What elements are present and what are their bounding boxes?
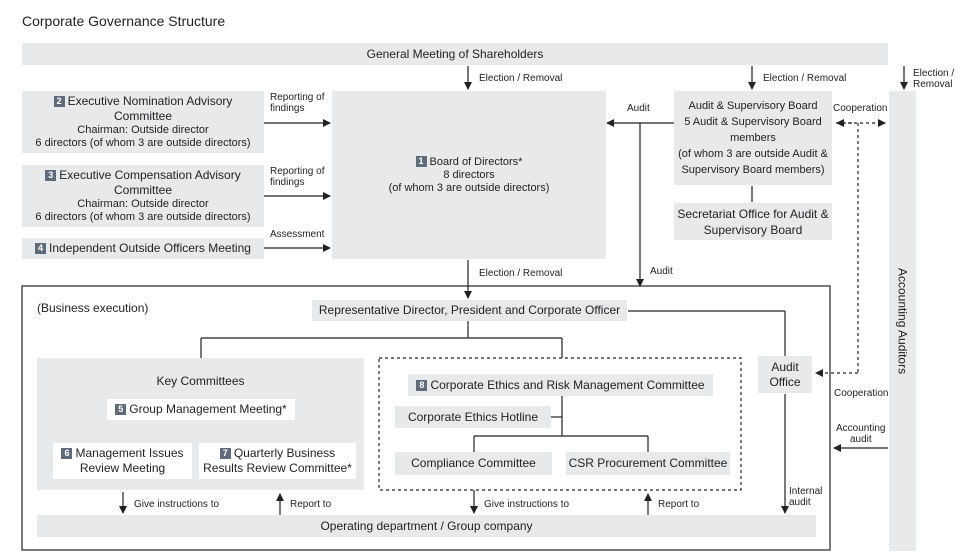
nomination-members: 6 directors (of whom 3 are outside direc… bbox=[35, 137, 251, 149]
audit-lower-label: audit bbox=[789, 497, 811, 508]
operating-department-box: Operating department / Group company bbox=[37, 515, 816, 537]
audit-board-line5: Supervisory Board members) bbox=[681, 164, 825, 176]
election-removal-label: Election / Removal bbox=[479, 268, 563, 279]
give-instructions-label: Give instructions to bbox=[484, 499, 570, 510]
internal-label: Internal bbox=[789, 486, 823, 497]
findings-label: findings bbox=[270, 177, 305, 188]
secretariat-box: Secretariat Office for Audit & Superviso… bbox=[674, 203, 832, 240]
cooperation-label: Cooperation bbox=[834, 388, 889, 399]
csr-procurement-label: CSR Procurement Committee bbox=[568, 456, 728, 470]
reporting-of-label: Reporting of bbox=[270, 92, 325, 103]
audit-board-line2: 5 Audit & Supervisory Board bbox=[684, 116, 822, 128]
audit-board-line3: members bbox=[730, 132, 776, 144]
number-badge: 7 bbox=[219, 448, 231, 459]
audit-board-line1: Audit & Supervisory Board bbox=[688, 100, 818, 112]
ethics-hotline-label: Corporate Ethics Hotline bbox=[407, 409, 539, 424]
election-label: Election / bbox=[913, 68, 955, 79]
nomination-chair: Chairman: Outside director bbox=[77, 124, 209, 136]
shareholders-label: General Meeting of Shareholders bbox=[366, 46, 544, 61]
compliance-committee-label: Compliance Committee bbox=[411, 456, 536, 470]
cooperation-label: Cooperation bbox=[833, 103, 888, 114]
nomination-name2: Committee bbox=[113, 109, 172, 123]
audit-label: Audit bbox=[650, 266, 673, 277]
removal-label: Removal bbox=[913, 79, 953, 90]
secretariat-line1: Secretariat Office for Audit & bbox=[677, 206, 829, 221]
operating-department-label: Operating department / Group company bbox=[320, 518, 533, 533]
audit-lower-label: audit bbox=[850, 434, 872, 445]
secretariat-line2: Supervisory Board bbox=[703, 222, 803, 237]
representative-box: Representative Director, President and C… bbox=[312, 300, 627, 321]
number-badge: 5 bbox=[115, 404, 127, 415]
group-management-name: Group Management Meeting* bbox=[129, 402, 287, 416]
quarterly-name1: Quarterly Business bbox=[233, 446, 336, 460]
audit-office-box: Audit Office bbox=[758, 356, 812, 393]
ethics-committee-name: Corporate Ethics and Risk Management Com… bbox=[430, 377, 705, 392]
election-removal-label: Election / Removal bbox=[763, 73, 847, 84]
csr-procurement-box: CSR Procurement Committee bbox=[566, 452, 730, 475]
board-count: 8 directors bbox=[443, 168, 495, 181]
independent-name: Independent Outside Officers Meeting bbox=[49, 241, 251, 255]
audit-board-line4: (of whom 3 are outside Audit & bbox=[678, 148, 828, 160]
number-badge: 3 bbox=[45, 170, 57, 181]
management-issues-name1: Management Issues bbox=[75, 446, 184, 460]
business-execution-label: (Business execution) bbox=[37, 301, 149, 315]
compensation-chair: Chairman: Outside director bbox=[77, 198, 209, 210]
audit-office-line2: Office bbox=[769, 374, 801, 389]
management-issues-name2: Review Meeting bbox=[79, 461, 166, 475]
reporting-of-label: Reporting of bbox=[270, 166, 325, 177]
election-removal-label: Election / Removal bbox=[479, 73, 563, 84]
board-name: Board of Directors* bbox=[429, 155, 523, 168]
report-to-label: Report to bbox=[658, 499, 700, 510]
number-badge: 6 bbox=[61, 448, 73, 459]
audit-supervisory-board-box: Audit & Supervisory Board 5 Audit & Supe… bbox=[674, 91, 832, 185]
ethics-hotline-box: Corporate Ethics Hotline bbox=[395, 406, 551, 428]
accounting-label: Accounting bbox=[836, 423, 886, 434]
audit-label: Audit bbox=[627, 103, 650, 114]
number-badge: 1 bbox=[415, 155, 427, 167]
compensation-members: 6 directors (of whom 3 are outside direc… bbox=[35, 211, 251, 223]
key-committees-title: Key Committees bbox=[156, 374, 245, 388]
compensation-name2: Committee bbox=[113, 183, 172, 197]
compliance-committee-box: Compliance Committee bbox=[395, 452, 552, 475]
accounting-auditors-label: Accounting Auditors bbox=[895, 267, 910, 375]
representative-label: Representative Director, President and C… bbox=[318, 303, 621, 317]
give-instructions-label: Give instructions to bbox=[134, 499, 220, 510]
accounting-auditors-box: Accounting Auditors bbox=[889, 91, 916, 551]
findings-label: findings bbox=[270, 103, 305, 114]
compensation-name1: Executive Compensation Advisory bbox=[59, 168, 241, 182]
page-title: Corporate Governance Structure bbox=[22, 13, 226, 29]
assessment-label: Assessment bbox=[270, 229, 325, 240]
number-badge: 4 bbox=[35, 243, 47, 254]
nomination-name1: Executive Nomination Advisory bbox=[67, 94, 233, 108]
shareholders-box: General Meeting of Shareholders bbox=[22, 43, 888, 65]
number-badge: 8 bbox=[416, 379, 428, 391]
report-to-label: Report to bbox=[290, 499, 332, 510]
board-outside: (of whom 3 are outside directors) bbox=[388, 181, 550, 194]
audit-office-line1: Audit bbox=[771, 359, 799, 374]
quarterly-name2: Results Review Committee* bbox=[203, 461, 352, 475]
number-badge: 2 bbox=[53, 96, 65, 107]
